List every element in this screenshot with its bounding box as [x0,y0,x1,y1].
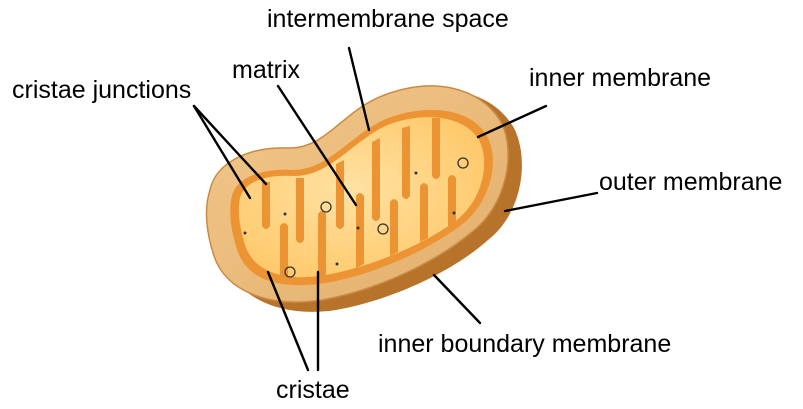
leader-inner-boundary-membrane [434,275,480,323]
label-intermembrane-space: intermembrane space [267,5,509,33]
label-cristae: cristae [276,376,350,404]
label-matrix: matrix [232,56,301,84]
label-inner-boundary-membrane: inner boundary membrane [378,330,671,358]
leader-outer-membrane [505,193,597,211]
label-inner-membrane: inner membrane [529,64,711,92]
label-cristae-junctions: cristae junctions [12,76,191,104]
label-outer-membrane: outer membrane [599,168,782,196]
